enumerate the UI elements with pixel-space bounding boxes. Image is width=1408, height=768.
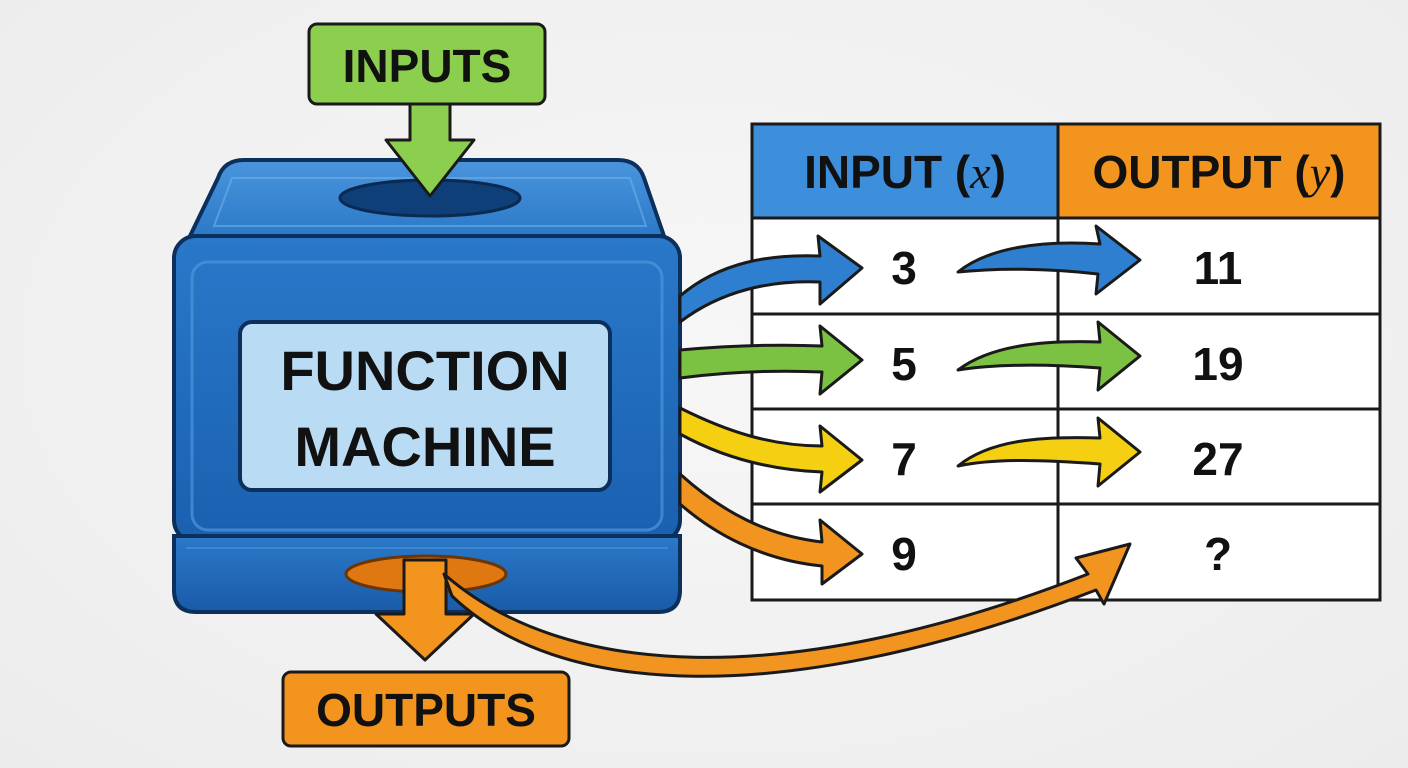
outputs-arrow: [374, 558, 476, 662]
input-value-row4: 9: [891, 528, 917, 580]
input-value-row2: 5: [891, 338, 917, 390]
inputs-group: INPUTS: [307, 22, 547, 198]
input-value-row1: 3: [891, 242, 917, 294]
outputs-label-box: [281, 670, 571, 748]
input-value-row3: 7: [891, 433, 917, 485]
arrow-machine-to-3: [678, 234, 864, 324]
output-value-row1: 11: [1194, 242, 1243, 294]
header-output-cell: [1058, 124, 1380, 218]
header-input-var: x: [969, 147, 991, 198]
function-machine: FUNCTION MACHINE: [172, 158, 682, 614]
arrow-5-to-19: [956, 320, 1142, 392]
header-input-cell: [752, 124, 1058, 218]
outputs-label: OUTPUTS: [316, 684, 536, 736]
output-value-row4: ?: [1204, 528, 1232, 580]
inputs-label: INPUTS: [343, 40, 512, 92]
inputs-arrow: [384, 102, 476, 198]
outputs-group: OUTPUTS: [281, 558, 571, 748]
mapping-arrows: [442, 224, 1142, 678]
output-value-row3: 27: [1192, 433, 1243, 485]
header-output-label: OUTPUT (y): [1093, 146, 1346, 198]
arrow-machine-to-9: [678, 472, 864, 586]
arrow-3-to-11: [956, 224, 1142, 296]
arrow-output-to-unknown: [442, 542, 1132, 678]
output-value-row2: 19: [1192, 338, 1243, 390]
arrow-7-to-27: [956, 416, 1142, 488]
machine-label-line2: MACHINE: [294, 415, 555, 478]
machine-label-line1: FUNCTION: [280, 339, 569, 402]
arrow-machine-to-5: [678, 324, 864, 396]
arrow-machine-to-7: [678, 406, 864, 494]
header-input-label: INPUT (x): [804, 146, 1006, 198]
function-table: INPUT (x) OUTPUT (y) 3 11 5 19 7 27 9 ?: [750, 122, 1382, 602]
header-output-var: y: [1306, 147, 1331, 198]
machine-screen: [238, 320, 612, 492]
